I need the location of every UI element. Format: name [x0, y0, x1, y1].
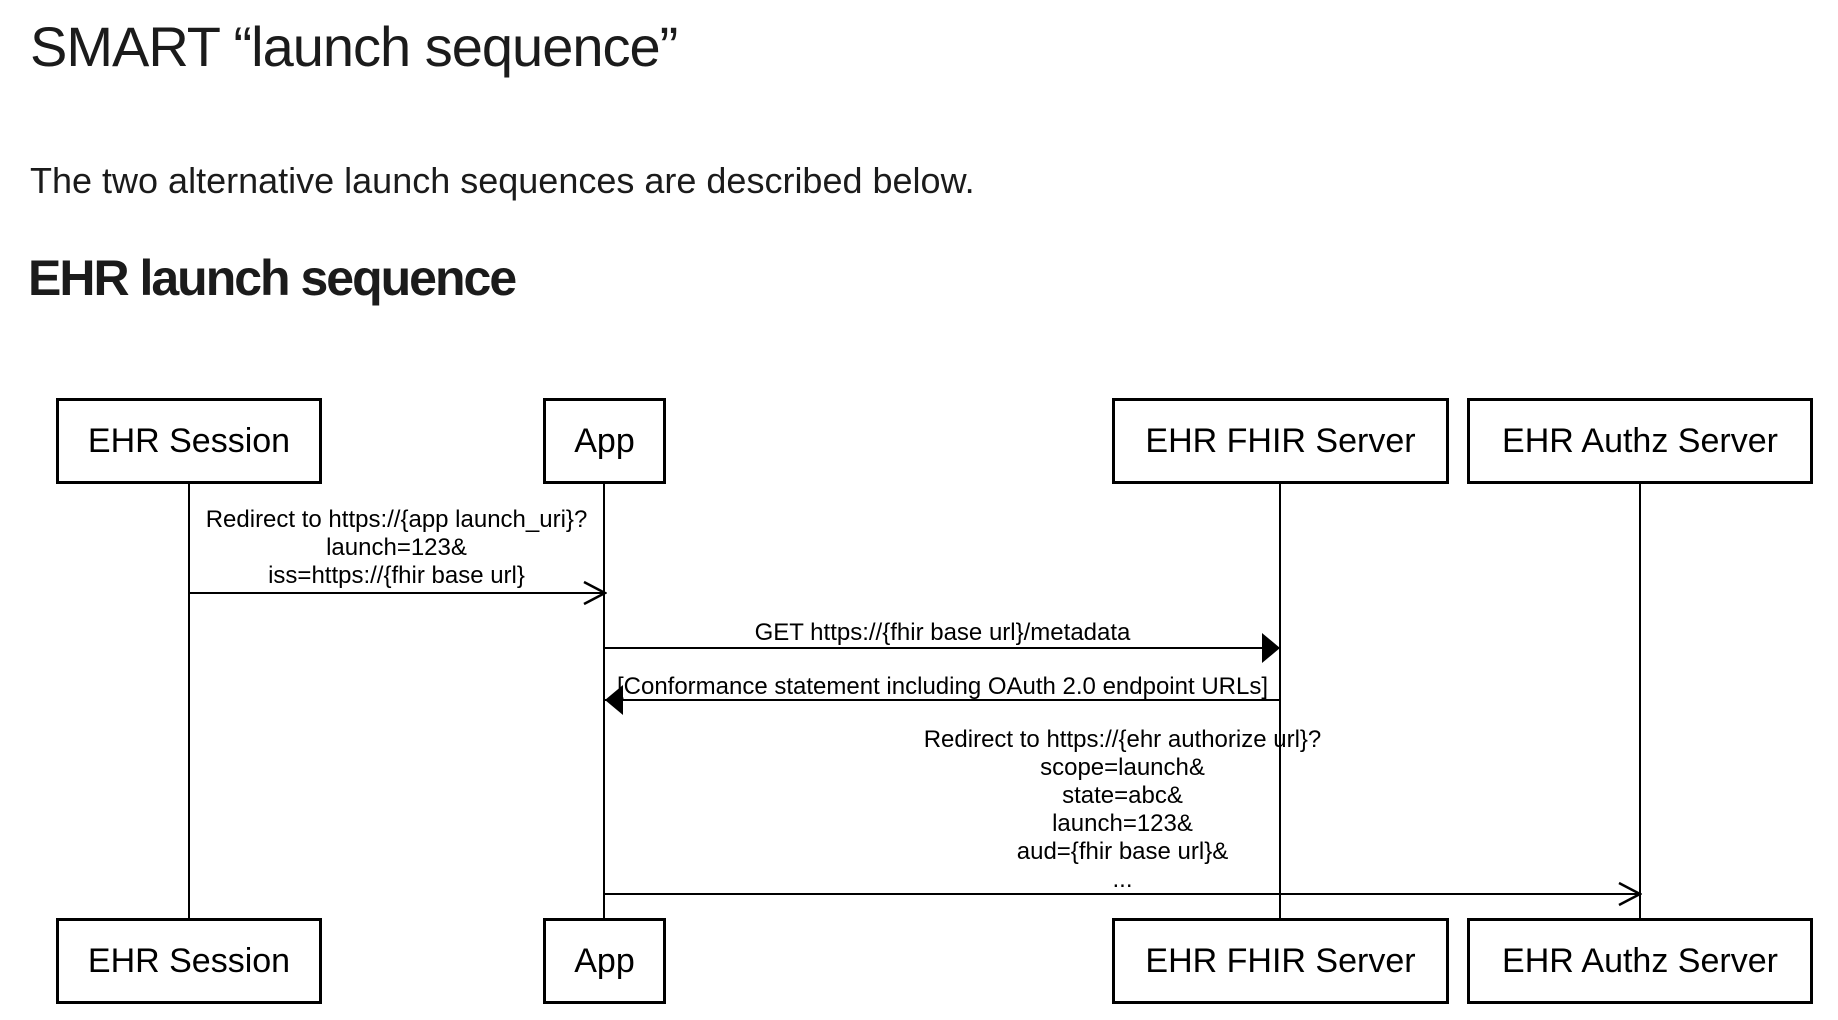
- lifeline-app: [603, 484, 605, 918]
- message-1-arrow: [189, 592, 605, 594]
- actor-label: EHR Session: [87, 421, 291, 460]
- message-4-line: ...: [1112, 866, 1133, 893]
- actor-label: EHR Authz Server: [1502, 941, 1778, 980]
- actor-box-ehr-authz-server-bottom: EHR Authz Server: [1467, 918, 1813, 1004]
- actor-label: EHR Session: [87, 941, 291, 980]
- actor-label: EHR FHIR Server: [1145, 421, 1416, 460]
- message-4-arrow: [605, 893, 1640, 895]
- page-title: SMART “launch sequence”: [30, 15, 678, 78]
- actor-box-ehr-session-bottom: EHR Session: [56, 918, 322, 1004]
- message-4-line: scope=launch&: [1040, 754, 1205, 781]
- message-4-label: Redirect to https://{ehr authorize url}?…: [605, 726, 1640, 894]
- message-1-line: iss=https://{fhir base url}: [268, 562, 525, 589]
- message-2-label: GET https://{fhir base url}/metadata: [605, 619, 1280, 647]
- message-1-line: launch=123&: [326, 534, 467, 561]
- filled-arrowhead-icon: [1262, 633, 1280, 663]
- lifeline-ehr-session: [188, 484, 190, 918]
- lifeline-ehr-authz-server: [1639, 484, 1641, 918]
- open-arrowhead-icon: [583, 580, 607, 606]
- message-3-arrow: [605, 699, 1280, 701]
- message-1-line: Redirect to https://{app launch_uri}?: [205, 506, 588, 533]
- open-arrowhead-icon: [1618, 881, 1642, 907]
- actor-box-app-bottom: App: [543, 918, 666, 1004]
- actor-box-app-top: App: [543, 398, 666, 484]
- message-1-label: Redirect to https://{app launch_uri}? la…: [188, 506, 605, 590]
- section-heading: EHR launch sequence: [28, 250, 517, 306]
- message-2-arrow: [604, 647, 1280, 649]
- actor-box-ehr-fhir-server-top: EHR FHIR Server: [1112, 398, 1449, 484]
- message-4-line: launch=123&: [1052, 810, 1193, 837]
- filled-arrowhead-icon: [605, 685, 623, 715]
- actor-box-ehr-authz-server-top: EHR Authz Server: [1467, 398, 1813, 484]
- actor-label: EHR FHIR Server: [1145, 941, 1416, 980]
- message-3-line: [Conformance statement including OAuth 2…: [616, 673, 1269, 700]
- message-4-line: state=abc&: [1062, 782, 1183, 809]
- lifeline-ehr-fhir-server: [1279, 484, 1281, 918]
- message-4-line: Redirect to https://{ehr authorize url}?: [923, 726, 1322, 753]
- actor-label: App: [574, 941, 635, 980]
- message-2-line: GET https://{fhir base url}/metadata: [754, 619, 1131, 646]
- message-4-line: aud={fhir base url}&: [1016, 838, 1229, 865]
- intro-text: The two alternative launch sequences are…: [30, 160, 975, 201]
- message-3-label: [Conformance statement including OAuth 2…: [605, 673, 1280, 701]
- actor-label: EHR Authz Server: [1502, 421, 1778, 460]
- actor-label: App: [574, 421, 635, 460]
- actor-box-ehr-fhir-server-bottom: EHR FHIR Server: [1112, 918, 1449, 1004]
- actor-box-ehr-session-top: EHR Session: [56, 398, 322, 484]
